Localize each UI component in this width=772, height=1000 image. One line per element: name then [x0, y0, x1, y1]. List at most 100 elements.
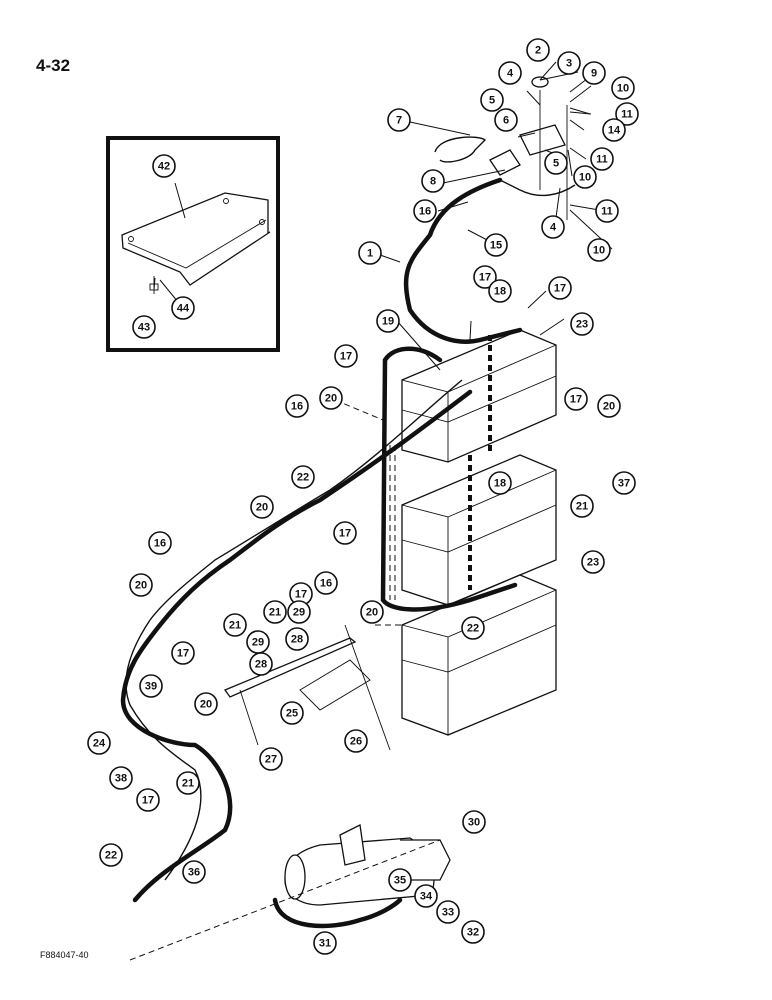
callout-circle [132, 315, 156, 339]
callout-label: 18 [494, 286, 506, 298]
callout-label: 22 [105, 850, 117, 862]
callout-21: 21 [263, 600, 287, 624]
callout-11: 11 [590, 147, 614, 171]
callout-label: 17 [554, 283, 566, 295]
callout-label: 24 [93, 738, 106, 750]
callout-circle [287, 600, 311, 624]
callout-17: 17 [333, 521, 357, 545]
callout-label: 16 [419, 206, 431, 218]
callout-21: 21 [570, 494, 594, 518]
callout-label: 16 [320, 578, 332, 590]
callout-label: 5 [553, 158, 559, 170]
callout-1: 1 [358, 241, 382, 265]
callout-18: 18 [488, 279, 512, 303]
callout-circle [263, 600, 287, 624]
callout-circle [360, 600, 384, 624]
callout-label: 10 [617, 83, 629, 95]
callout-label: 26 [350, 736, 362, 748]
callout-22: 22 [99, 843, 123, 867]
callout-42: 42 [152, 154, 176, 178]
callout-label: 10 [593, 245, 605, 257]
callout-29: 29 [246, 630, 270, 654]
callout-circle [223, 613, 247, 637]
callout-17: 17 [171, 641, 195, 665]
callout-24: 24 [87, 731, 111, 755]
callout-20: 20 [194, 692, 218, 716]
callout-circle [581, 550, 605, 574]
callout-label: 38 [115, 773, 127, 785]
callout-5: 5 [544, 151, 568, 175]
hold-down [223, 624, 391, 751]
callout-circle [182, 860, 206, 884]
callout-circle [488, 471, 512, 495]
callout-circle [171, 296, 195, 320]
callout-label: 10 [579, 172, 591, 184]
callout-label: 20 [325, 393, 337, 405]
callout-circle [387, 108, 411, 132]
callout-circle [314, 571, 338, 595]
callout-label: 22 [297, 472, 309, 484]
callout-31: 31 [313, 931, 337, 955]
callout-36: 36 [182, 860, 206, 884]
callout-circle [526, 38, 550, 62]
callout-circle [334, 344, 358, 368]
callout-label: 18 [494, 478, 506, 490]
callout-label: 34 [420, 891, 433, 903]
callout-label: 31 [319, 938, 331, 950]
callout-16: 16 [413, 199, 437, 223]
callout-circle [280, 701, 304, 725]
callout-label: 4 [550, 222, 557, 234]
callout-label: 36 [188, 867, 200, 879]
callout-22: 22 [291, 465, 315, 489]
callout-label: 21 [229, 620, 241, 632]
callout-38: 38 [109, 766, 133, 790]
callout-circle [484, 233, 508, 257]
callout-circle [139, 674, 163, 698]
callout-circle [285, 627, 309, 651]
terminal-post [489, 76, 568, 220]
callout-17: 17 [334, 344, 358, 368]
callout-label: 35 [394, 875, 406, 887]
callout-8: 8 [421, 169, 445, 193]
callout-4: 4 [498, 61, 522, 85]
callout-label: 8 [430, 176, 436, 188]
callout-circle [573, 165, 597, 189]
callout-label: 37 [618, 478, 630, 490]
callout-circle [136, 788, 160, 812]
callout-circle [246, 630, 270, 654]
callout-label: 29 [252, 637, 264, 649]
callout-circle [461, 920, 485, 944]
callout-circle [548, 276, 572, 300]
callout-10: 10 [587, 238, 611, 262]
callout-label: 16 [291, 401, 303, 413]
reference-lines [129, 399, 441, 961]
callout-circle [473, 265, 497, 289]
callout-label: 1 [367, 248, 373, 260]
callout-33: 33 [436, 900, 460, 924]
callout-label: 17 [295, 589, 307, 601]
callout-2: 2 [526, 38, 550, 62]
callout-label: 11 [596, 154, 608, 166]
callout-35: 35 [388, 868, 412, 892]
callout-circle [376, 309, 400, 333]
callout-label: 20 [200, 699, 212, 711]
callout-label: 19 [382, 316, 394, 328]
callout-6: 6 [494, 108, 518, 132]
callout-circle [344, 729, 368, 753]
callout-label: 42 [158, 161, 170, 173]
callout-circle [461, 616, 485, 640]
callout-circle [194, 692, 218, 716]
callout-circle [171, 641, 195, 665]
callout-9: 9 [582, 61, 606, 85]
callout-label: 11 [621, 109, 633, 121]
callout-10: 10 [573, 165, 597, 189]
callout-circle [570, 312, 594, 336]
inset-box [106, 136, 280, 352]
callout-label: 4 [507, 68, 514, 80]
callout-21: 21 [223, 613, 247, 637]
callout-label: 17 [340, 351, 352, 363]
callout-10: 10 [611, 76, 635, 100]
callout-label: 6 [503, 115, 509, 127]
callout-label: 17 [570, 394, 582, 406]
